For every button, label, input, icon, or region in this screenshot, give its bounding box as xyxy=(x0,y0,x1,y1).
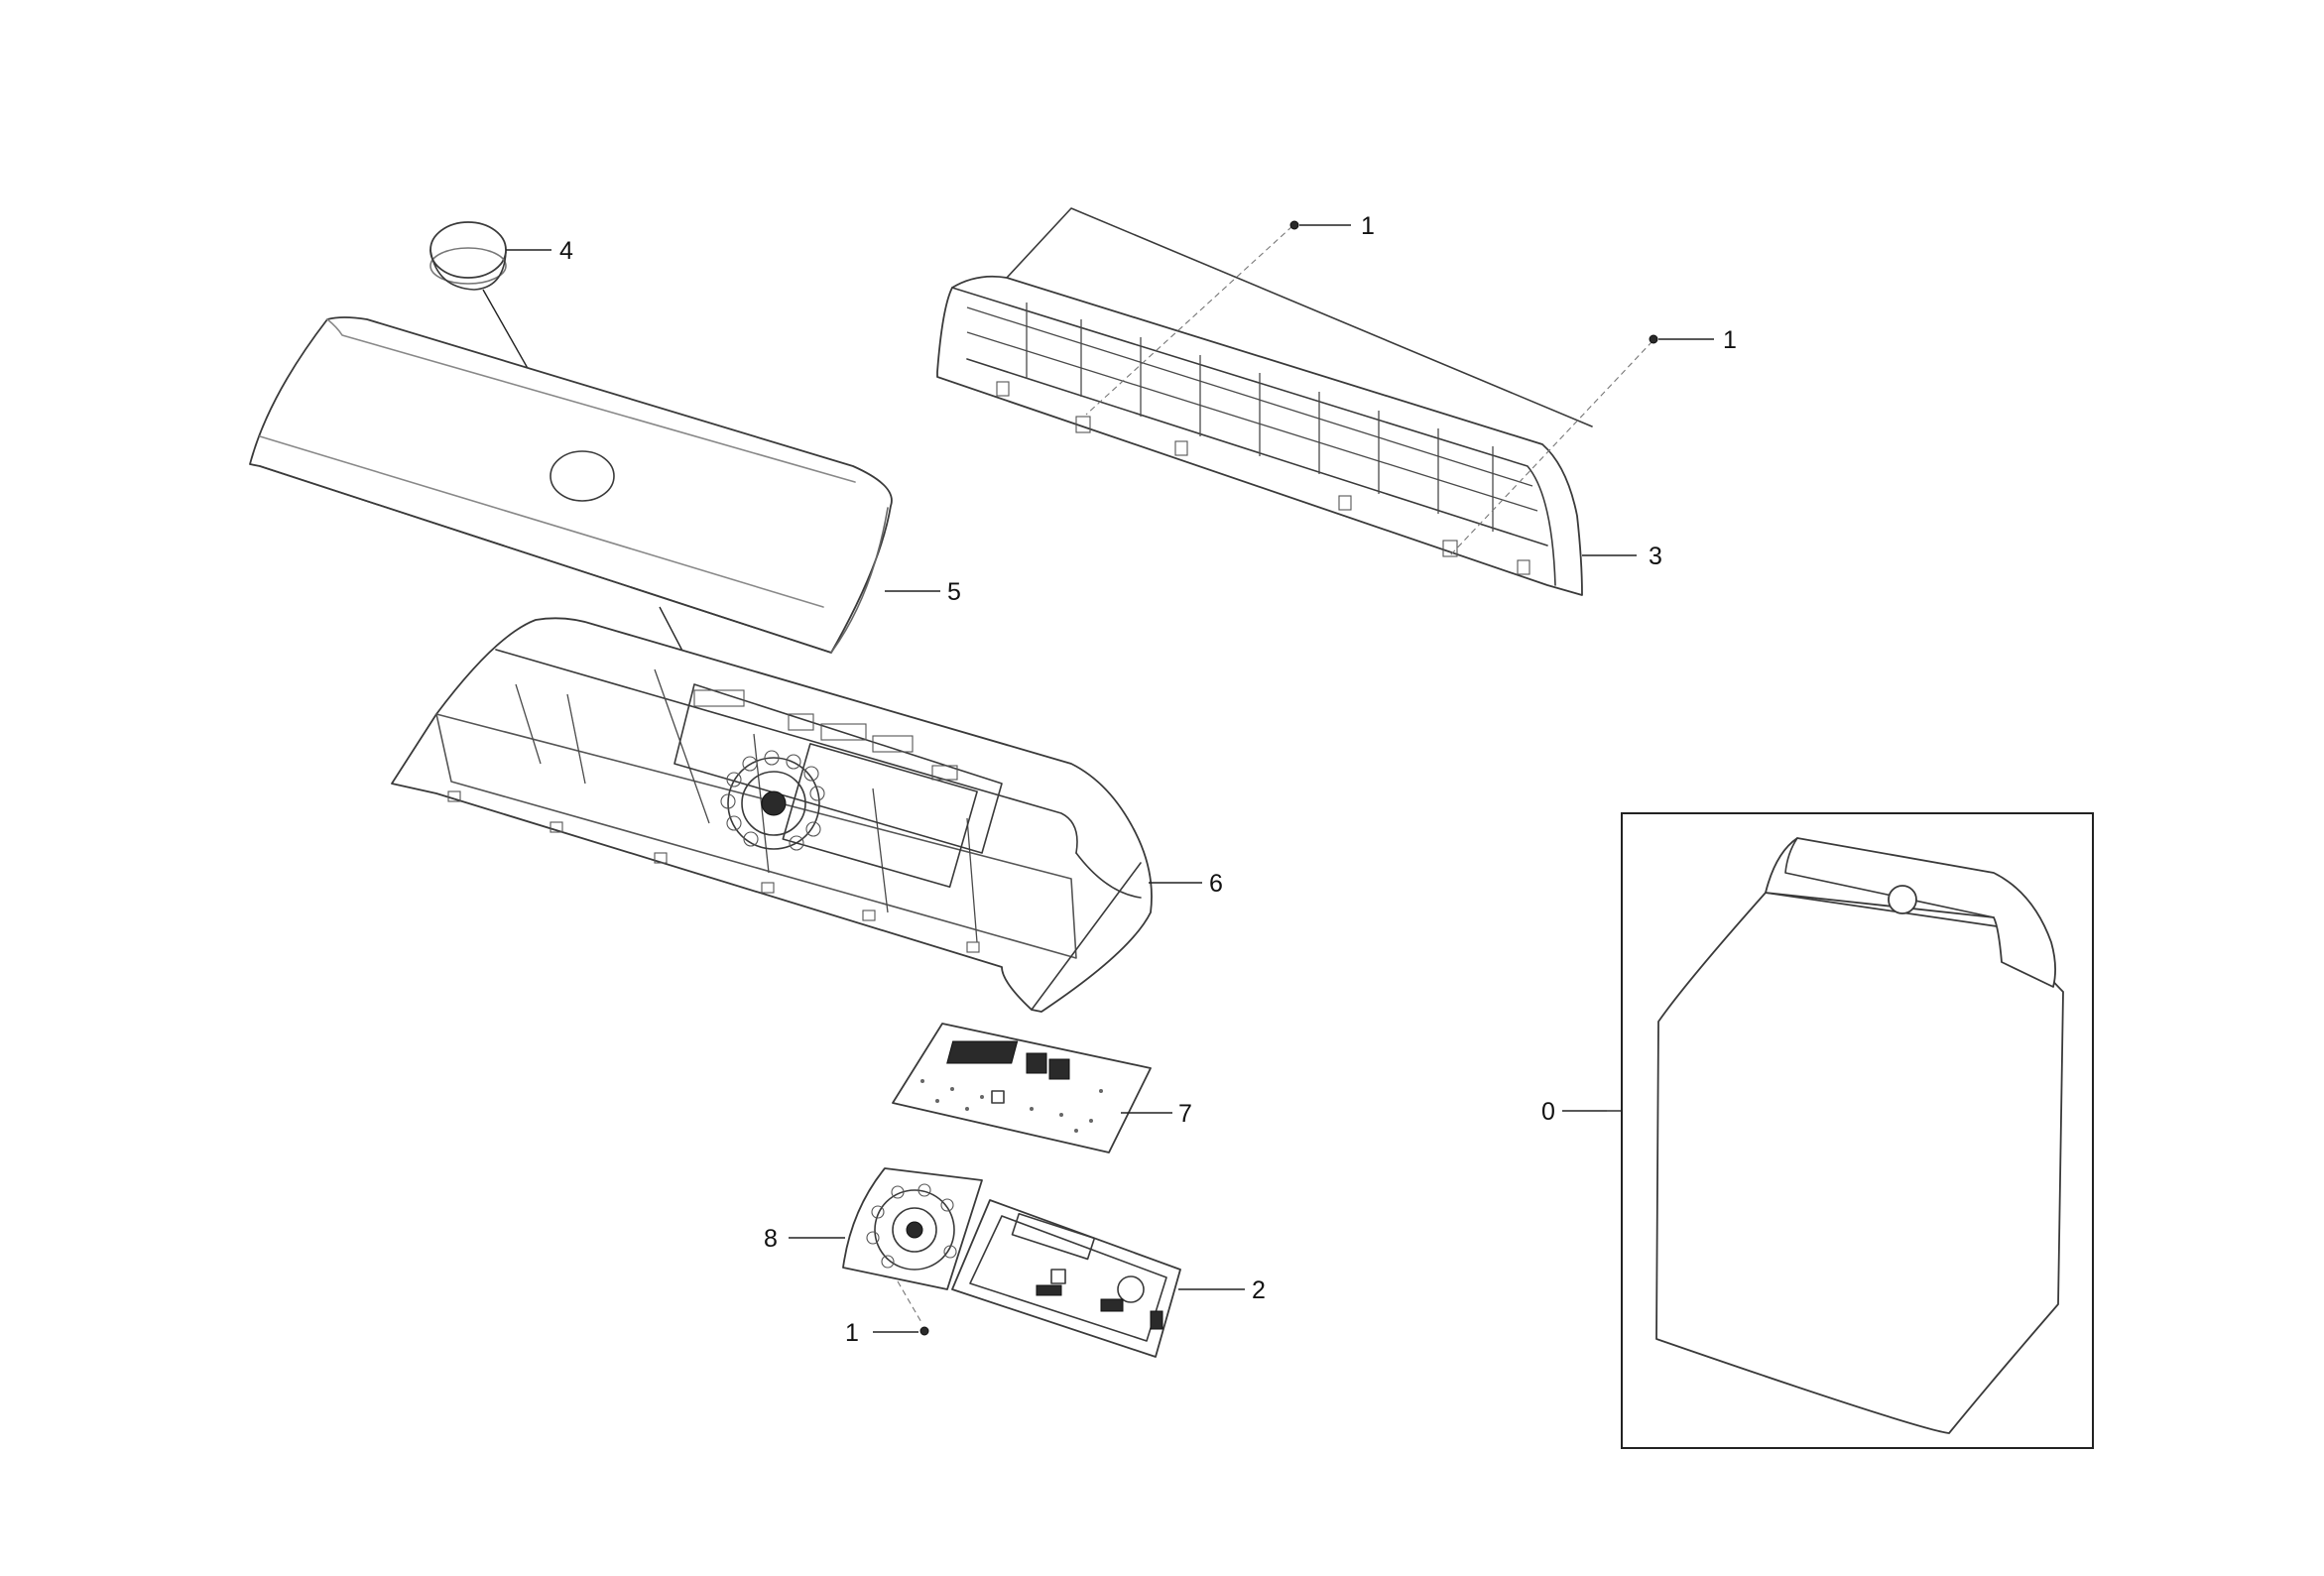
main-pcb-part: 2 xyxy=(951,1199,1266,1358)
callout-1-lower: 1 xyxy=(845,1319,859,1347)
deco-panel-part: 5 xyxy=(249,316,961,654)
screw-upper-left-part: 1 xyxy=(1289,212,1375,240)
callout-5: 5 xyxy=(947,578,961,606)
assembly-overview-part: 0 xyxy=(1541,812,2094,1449)
back-panel-part: 3 xyxy=(936,207,1662,596)
encoder-assembly-part: 8 xyxy=(764,1167,983,1290)
callout-4: 4 xyxy=(559,237,573,265)
callout-1-upper-left: 1 xyxy=(1361,212,1375,240)
knob-part: 4 xyxy=(429,221,573,291)
callout-8: 8 xyxy=(764,1225,778,1253)
callout-2: 2 xyxy=(1252,1276,1266,1304)
callout-6: 6 xyxy=(1209,870,1223,898)
callout-1-upper-right: 1 xyxy=(1723,326,1737,354)
screw-upper-right-part: 1 xyxy=(1649,326,1737,354)
callout-0: 0 xyxy=(1541,1098,1555,1126)
screw-lower-part: 1 xyxy=(845,1280,929,1347)
callout-3: 3 xyxy=(1649,543,1662,570)
control-panel-part: 6 xyxy=(391,617,1223,1013)
callout-7: 7 xyxy=(1178,1100,1192,1128)
display-pcb-part: 7 xyxy=(892,1023,1192,1153)
